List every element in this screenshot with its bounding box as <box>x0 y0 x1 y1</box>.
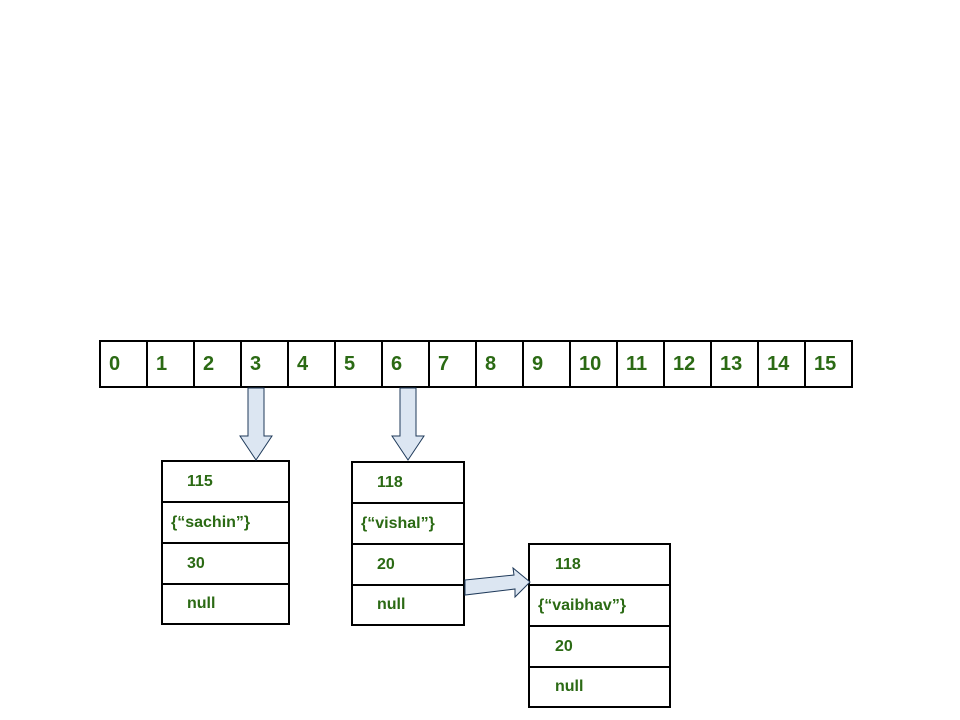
bucket-5: 5 <box>334 340 383 388</box>
bucket-14: 14 <box>757 340 806 388</box>
bucket-12: 12 <box>663 340 712 388</box>
node-value: {“vaibhav”} <box>528 584 671 627</box>
node-hash: 115 <box>161 460 290 503</box>
bucket-index: 2 <box>203 352 215 375</box>
node-next: null <box>161 583 290 625</box>
bucket-2: 2 <box>193 340 242 388</box>
bucket-6: 6 <box>381 340 430 388</box>
bucket-index: 15 <box>814 352 837 375</box>
bucket-index: 13 <box>720 352 743 375</box>
bucket-index: 9 <box>532 352 544 375</box>
node-next: null <box>351 584 465 626</box>
bucket-array: 0 1 2 3 4 5 6 7 8 9 10 11 12 13 14 15 <box>99 340 853 388</box>
bucket-13: 13 <box>710 340 759 388</box>
bucket-index: 5 <box>344 352 356 375</box>
node-key: 20 <box>351 543 465 586</box>
node-value: {“sachin”} <box>161 501 290 544</box>
bucket-15: 15 <box>804 340 853 388</box>
node-hash: 118 <box>351 461 465 504</box>
bucket-6-arrow <box>391 387 425 461</box>
node-vaibhav: 118 {“vaibhav”} 20 null <box>528 543 671 708</box>
bucket-11: 11 <box>616 340 665 388</box>
bucket-index: 4 <box>297 352 309 375</box>
bucket-8: 8 <box>475 340 524 388</box>
bucket-9: 9 <box>522 340 571 388</box>
node-value: {“vishal”} <box>351 502 465 545</box>
node-next: null <box>528 666 671 708</box>
node-key: 30 <box>161 542 290 585</box>
chain-next-arrow <box>464 566 531 599</box>
node-hash: 118 <box>528 543 671 586</box>
bucket-3: 3 <box>240 340 289 388</box>
bucket-0: 0 <box>99 340 148 388</box>
bucket-10: 10 <box>569 340 618 388</box>
bucket-index: 7 <box>438 352 450 375</box>
bucket-index: 10 <box>579 352 602 375</box>
node-key: 20 <box>528 625 671 668</box>
bucket-7: 7 <box>428 340 477 388</box>
bucket-3-arrow <box>239 387 273 461</box>
bucket-index: 1 <box>156 352 168 375</box>
bucket-index: 0 <box>109 352 121 375</box>
bucket-index: 11 <box>626 352 648 375</box>
bucket-index: 12 <box>673 352 696 375</box>
bucket-4: 4 <box>287 340 336 388</box>
node-vishal: 118 {“vishal”} 20 null <box>351 461 465 626</box>
bucket-index: 3 <box>250 352 262 375</box>
bucket-index: 14 <box>767 352 790 375</box>
bucket-index: 6 <box>391 352 403 375</box>
bucket-index: 8 <box>485 352 497 375</box>
bucket-1: 1 <box>146 340 195 388</box>
node-sachin: 115 {“sachin”} 30 null <box>161 460 290 625</box>
